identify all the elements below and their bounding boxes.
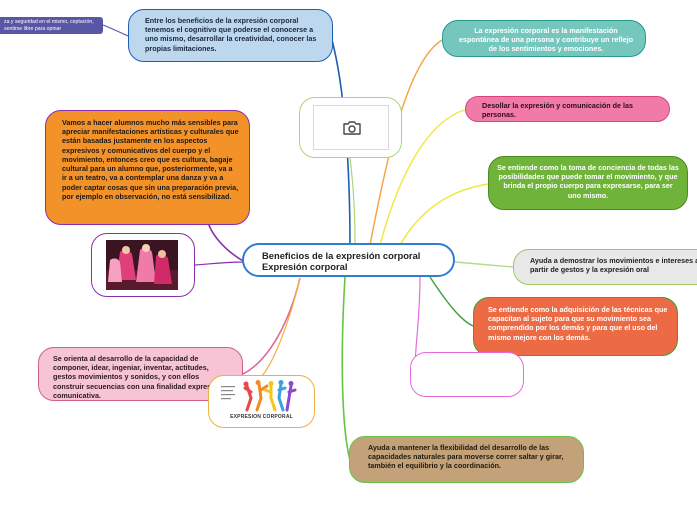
node-flexibility[interactable]: Ayuda a mantener la flexibilidad del des… bbox=[349, 436, 584, 483]
link-center-green bbox=[400, 184, 488, 245]
link-center-expr bbox=[262, 278, 300, 376]
central-topic[interactable]: Beneficios de la expresión corporal Expr… bbox=[242, 243, 455, 277]
node-camera-image[interactable] bbox=[299, 97, 402, 158]
link-center-brown bbox=[342, 277, 350, 460]
link-center-grey bbox=[455, 262, 513, 267]
expression-caption: EXPRESION CORPORAL bbox=[209, 414, 314, 420]
image-placeholder bbox=[313, 105, 389, 150]
node-body-awareness[interactable]: Se entiende como la toma de conciencia d… bbox=[488, 156, 688, 210]
node-dance-image[interactable] bbox=[91, 233, 195, 297]
node-show-movements[interactable]: Ayuda a demostrar los movimientos e inte… bbox=[513, 249, 697, 285]
dancers-figures bbox=[217, 380, 307, 414]
node-empty[interactable] bbox=[410, 352, 524, 397]
link-center-red bbox=[430, 277, 473, 326]
link-top-purple bbox=[103, 25, 128, 36]
node-cognitive-benefits[interactable]: Entre los beneficios de la expresión cor… bbox=[128, 9, 333, 62]
node-top-left-purple[interactable]: za y seguridad en el mismo, ceptación, s… bbox=[0, 17, 103, 34]
node-artistic-sensitivity[interactable]: Vamos a hacer alumnos mucho más sensible… bbox=[45, 110, 250, 225]
link-center-pinkleft bbox=[243, 278, 300, 374]
node-develop-expression[interactable]: Desollar la expresión y comunicación de … bbox=[465, 96, 670, 122]
link-center-dance bbox=[195, 262, 245, 265]
node-technique-acquisition[interactable]: Se entiende como la adquisición de las t… bbox=[473, 297, 678, 356]
camera-icon bbox=[342, 120, 362, 136]
node-expression-image[interactable]: EXPRESION CORPORAL bbox=[208, 375, 315, 428]
dance-photo bbox=[106, 240, 178, 290]
node-definition[interactable]: La expresión corporal es la manifestació… bbox=[442, 20, 646, 57]
